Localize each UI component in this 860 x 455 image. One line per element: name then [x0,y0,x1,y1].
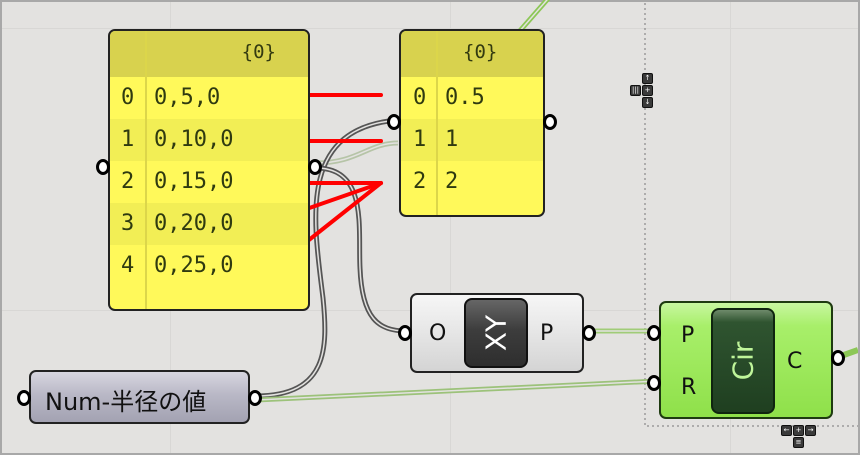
row-value: 0.5 [445,85,485,110]
number-param[interactable]: Num-半径の値 [29,370,250,424]
plus-icon[interactable]: + [642,85,653,96]
numbers-panel-input-grip[interactable] [387,114,401,130]
panel-divider [436,31,438,215]
wire-num-to-circle-r [255,378,659,403]
row-value: 0,25,0 [154,253,234,278]
list-item: 4 0,25,0 [110,245,308,287]
xy-input-grip[interactable] [398,325,412,341]
arrow-down-icon[interactable]: ↓ [642,97,653,108]
points-panel-input-grip[interactable] [96,159,110,175]
wire-green-top [516,0,551,35]
wire-points-to-xy [315,165,407,334]
row-index: 2 [121,169,135,194]
list-item: 1 0,10,0 [110,119,308,161]
circle-input-r-label: R [681,375,697,400]
circle-input-p-grip[interactable] [647,325,661,341]
arrow-up-icon[interactable]: ↑ [642,73,653,84]
grid-line [450,2,451,453]
circle-output-grip[interactable] [831,350,845,366]
circle-icon-text: Cir [726,341,760,381]
number-param-output-grip[interactable] [248,390,262,406]
arrow-right-icon[interactable]: → [805,425,816,436]
list-item: 2 0,15,0 [110,161,308,203]
row-index: 3 [121,211,135,236]
panel-header: {0} [401,31,543,77]
row-value: 0,15,0 [154,169,234,194]
panel-header-text: {0} [463,41,498,63]
list-item: 1 1 [401,119,543,161]
circle-output-label: C [787,349,803,374]
row-index: 0 [121,85,135,110]
bars-icon[interactable]: ||| [630,85,641,96]
row-value: 0,5,0 [154,85,221,110]
circle-input-p-label: P [681,323,695,348]
xy-output-label: P [540,321,554,346]
number-param-label: Num-半径の値 [45,388,207,416]
xy-output-grip[interactable] [582,325,596,341]
panel-divider [145,31,147,309]
points-panel-output-grip[interactable] [308,159,322,175]
row-index: 1 [413,127,427,152]
xy-plane-icon: XY [464,298,528,368]
row-value: 1 [445,127,459,152]
list-item: 2 2 [401,161,543,203]
row-index: 0 [413,85,427,110]
list-item: 0 0.5 [401,77,543,119]
grid-line [730,2,731,453]
grid-line [2,28,858,29]
xy-input-label: O [429,321,447,346]
number-param-input-grip[interactable] [17,390,31,406]
row-index: 1 [121,127,135,152]
row-value: 2 [445,169,459,194]
circle-icon: Cir [711,308,775,414]
list-item: 3 0,20,0 [110,203,308,245]
points-panel[interactable]: {0} 0 0,5,0 1 0,10,0 2 0,15,0 3 0,20,0 4… [108,29,310,311]
list-item: 0 0,5,0 [110,77,308,119]
circle-input-r-grip[interactable] [647,375,661,391]
xy-plane-component[interactable]: O XY P [410,293,584,373]
numbers-panel-output-grip[interactable] [543,114,557,130]
row-value: 0,20,0 [154,211,234,236]
wire-num-to-panel [255,117,399,399]
circle-component[interactable]: P R Cir C [659,301,833,419]
panel-header: {0} [110,31,308,77]
arrow-left-icon[interactable]: ← [781,425,792,436]
numbers-panel[interactable]: {0} 0 0.5 1 1 2 2 [399,29,545,217]
row-index: 2 [413,169,427,194]
panel-header-text: {0} [241,41,276,63]
plus-icon[interactable]: + [793,425,804,436]
row-index: 4 [121,253,135,278]
xy-icon-text: XY [479,314,513,352]
list-icon[interactable]: ≡ [793,437,804,448]
row-value: 0,10,0 [154,127,234,152]
